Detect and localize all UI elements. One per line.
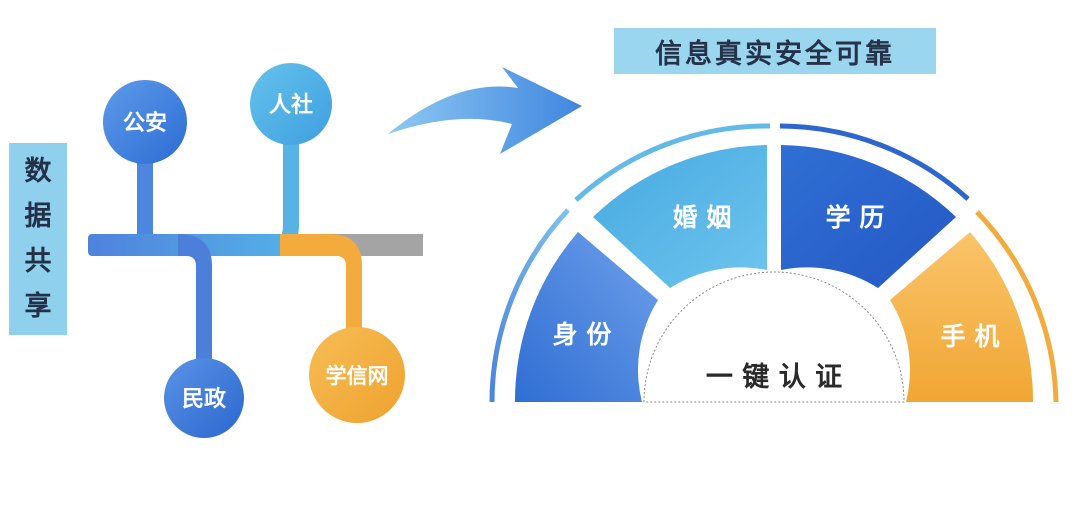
label-char-2: 据	[24, 201, 52, 232]
label-char-4: 享	[24, 291, 52, 322]
node-gongan-label: 公安	[123, 110, 167, 136]
segment-shouji	[890, 232, 1034, 402]
outer-arc-right	[975, 210, 1059, 403]
node-gongan	[103, 80, 187, 164]
outer-arc-top-right	[779, 123, 970, 201]
label-char-3: 共	[24, 246, 52, 277]
verification-gauge: 身 份 婚 姻 学 历 手 机 一 键 认 证	[489, 123, 1059, 403]
segment-shenfen-label: 身 份	[553, 320, 612, 349]
stem-xuexin	[280, 234, 362, 330]
segment-shouji-label: 手 机	[941, 322, 1000, 351]
node-renshe-label: 人社	[269, 92, 313, 118]
segment-hunyin-label: 婚 姻	[673, 203, 732, 232]
outer-arc-top-left	[574, 123, 771, 202]
segment-shenfen	[514, 232, 658, 402]
node-minzheng	[164, 358, 244, 438]
stem-minzheng	[178, 234, 212, 370]
outer-arc-left	[489, 208, 570, 403]
segment-xueli	[781, 145, 956, 288]
stem-gongan	[137, 150, 153, 242]
node-xuexin-label: 学信网	[326, 363, 389, 388]
segment-hunyin	[593, 145, 767, 288]
stem-renshe	[283, 135, 299, 227]
node-xuexin	[309, 327, 405, 423]
headline-box: 信息真实安全可靠	[614, 28, 936, 74]
label-char-1: 数	[24, 156, 52, 187]
node-minzheng-label: 民政	[182, 386, 227, 412]
data-sharing-label: 数 据 共 享	[9, 143, 67, 335]
node-renshe	[250, 63, 332, 145]
data-network: 公安 人社 民政 学信网	[88, 63, 423, 438]
flow-arrow-icon	[388, 67, 582, 154]
center-dial	[643, 271, 905, 403]
segment-xueli-label: 学 历	[826, 203, 885, 232]
one-click-auth-label: 一 键 认 证	[706, 361, 842, 393]
